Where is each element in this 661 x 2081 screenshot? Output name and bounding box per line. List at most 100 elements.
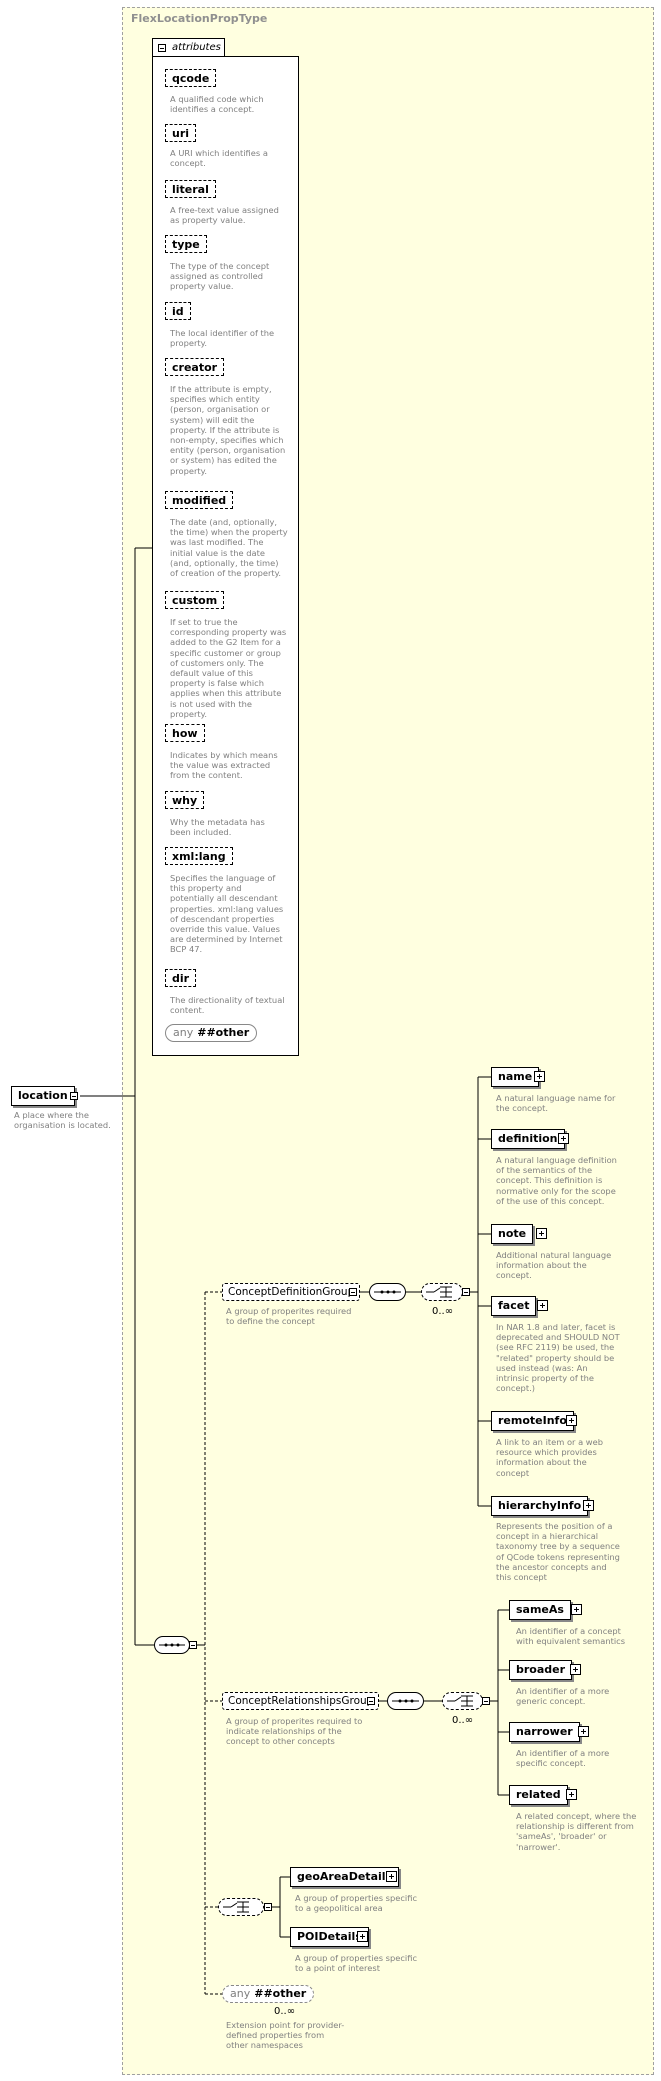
cardinality: 0..∞ — [274, 2006, 296, 2017]
attribute-description: If the attribute is empty, specifies whi… — [170, 384, 286, 476]
element-geo-area-details[interactable]: geoAreaDetails — [290, 1867, 400, 1887]
choice-icon — [223, 1901, 249, 1913]
expand-icon[interactable] — [571, 1604, 582, 1615]
attribute-description: The local identifier of the property. — [170, 328, 275, 349]
element-related[interactable]: related — [509, 1785, 568, 1805]
expand-icon[interactable] — [386, 1871, 397, 1882]
attribute-description: Why the metadata has been included. — [170, 817, 265, 838]
element-name[interactable]: name — [491, 1067, 540, 1087]
element-definition[interactable]: definition — [491, 1129, 565, 1149]
any-namespace: ##other — [197, 1026, 250, 1039]
attribute-id[interactable]: id — [165, 302, 191, 320]
element-narrower[interactable]: narrower — [509, 1722, 580, 1742]
expand-icon[interactable] — [566, 1415, 577, 1426]
cardinality: 0..∞ — [432, 1306, 454, 1317]
any-label: any — [173, 1026, 194, 1039]
attribute-literal[interactable]: literal — [165, 180, 216, 198]
element-description: A related concept, where the relationshi… — [516, 1811, 637, 1852]
attribute-modified[interactable]: modified — [165, 491, 234, 509]
element-description: An identifier of a more generic concept. — [516, 1686, 610, 1707]
expand-icon[interactable] — [558, 1133, 569, 1144]
choice-compositor[interactable] — [421, 1283, 463, 1301]
expand-icon[interactable] — [566, 1789, 577, 1800]
element-description: A group of properties specific to a poin… — [295, 1953, 418, 1974]
collapse-icon[interactable] — [70, 1092, 78, 1100]
element-poi-details[interactable]: POIDetails — [290, 1927, 369, 1947]
any-label: any — [230, 1987, 251, 2000]
collapse-icon[interactable] — [264, 1903, 272, 1911]
sequence-icon — [159, 1643, 185, 1647]
group-concept-relationships[interactable]: ConceptRelationshipsGroup — [222, 1692, 380, 1710]
expand-icon[interactable] — [537, 1300, 548, 1311]
expand-icon[interactable] — [536, 1228, 547, 1239]
collapse-icon[interactable] — [462, 1288, 470, 1296]
attribute-description: The date (and, optionally, the time) whe… — [170, 517, 288, 579]
root-description: A place where the organisation is locate… — [14, 1110, 111, 1131]
element-description: A link to an item or a web resource whic… — [496, 1437, 603, 1478]
element-description: An identifier of a more specific concept… — [516, 1748, 610, 1769]
element-note[interactable]: note — [491, 1224, 534, 1244]
attribute-xml-lang[interactable]: xml:lang — [165, 847, 233, 865]
type-title: FlexLocationPropType — [131, 12, 268, 25]
collapse-icon[interactable] — [349, 1288, 357, 1296]
expand-icon[interactable] — [578, 1726, 589, 1737]
sequence-compositor[interactable] — [154, 1636, 190, 1654]
cardinality: 0..∞ — [452, 1715, 474, 1726]
collapse-icon[interactable] — [189, 1641, 197, 1649]
attributes-panel — [152, 56, 299, 1056]
sequence-compositor[interactable] — [387, 1692, 424, 1710]
any-namespace: ##other — [254, 1987, 307, 2000]
choice-compositor[interactable] — [218, 1898, 264, 1916]
attribute-how[interactable]: how — [165, 724, 205, 742]
element-description: Additional natural language information … — [496, 1250, 612, 1281]
element-description: A natural language name for the concept. — [496, 1093, 616, 1114]
expand-icon[interactable] — [357, 1931, 368, 1942]
any-element-description: Extension point for provider-defined pro… — [226, 2020, 345, 2051]
attribute-qcode[interactable]: qcode — [165, 69, 217, 87]
attribute-description: A free-text value assigned as property v… — [170, 205, 279, 226]
attribute-description: Specifies the language of this property … — [170, 873, 284, 955]
attributes-label: attributes — [172, 42, 221, 53]
group-description: A group of properites required to define… — [226, 1306, 352, 1327]
expand-icon[interactable] — [570, 1664, 581, 1675]
sequence-compositor[interactable] — [369, 1283, 406, 1301]
element-remote-info[interactable]: remoteInfo — [491, 1411, 574, 1431]
attribute-why[interactable]: why — [165, 791, 205, 809]
root-element-location[interactable]: location — [11, 1086, 75, 1106]
sequence-icon — [392, 1699, 419, 1703]
any-attribute[interactable]: any##other — [165, 1024, 258, 1042]
attribute-description: If set to true the corresponding propert… — [170, 617, 287, 719]
element-broader[interactable]: broader — [509, 1660, 573, 1680]
attribute-type[interactable]: type — [165, 235, 207, 253]
element-hierarchy-info[interactable]: hierarchyInfo — [491, 1496, 589, 1516]
element-facet[interactable]: facet — [491, 1296, 537, 1316]
collapse-attributes-icon[interactable] — [158, 44, 166, 52]
expand-icon[interactable] — [583, 1500, 594, 1511]
any-element[interactable]: any##other — [222, 1985, 315, 2003]
attribute-dir[interactable]: dir — [165, 969, 197, 987]
attribute-description: The type of the concept assigned as cont… — [170, 261, 270, 292]
element-same-as[interactable]: sameAs — [509, 1600, 571, 1620]
attribute-description: The directionality of textual content. — [170, 995, 285, 1016]
choice-compositor[interactable] — [442, 1692, 483, 1710]
attribute-description: A qualified code which identifies a conc… — [170, 94, 264, 115]
attribute-custom[interactable]: custom — [165, 591, 225, 609]
attribute-uri[interactable]: uri — [165, 124, 197, 142]
element-description: A group of properties specific to a geop… — [295, 1893, 418, 1914]
element-description: Represents the position of a concept in … — [496, 1521, 620, 1583]
element-description: In NAR 1.8 and later, facet is deprecate… — [496, 1322, 620, 1394]
group-description: A group of properites required to indica… — [226, 1716, 363, 1747]
choice-icon — [426, 1286, 452, 1298]
attribute-description: Indicates by which means the value was e… — [170, 750, 278, 781]
collapse-icon[interactable] — [482, 1697, 490, 1705]
attribute-description: A URI which identifies a concept. — [170, 148, 268, 169]
collapse-icon[interactable] — [367, 1697, 375, 1705]
attribute-creator[interactable]: creator — [165, 358, 225, 376]
element-description: A natural language definition of the sem… — [496, 1155, 617, 1206]
expand-icon[interactable] — [534, 1071, 545, 1082]
sequence-icon — [374, 1290, 401, 1294]
element-description: An identifier of a concept with equivale… — [516, 1626, 626, 1647]
attributes-tab[interactable] — [152, 38, 225, 57]
group-concept-definition[interactable]: ConceptDefinitionGroup — [222, 1283, 361, 1301]
